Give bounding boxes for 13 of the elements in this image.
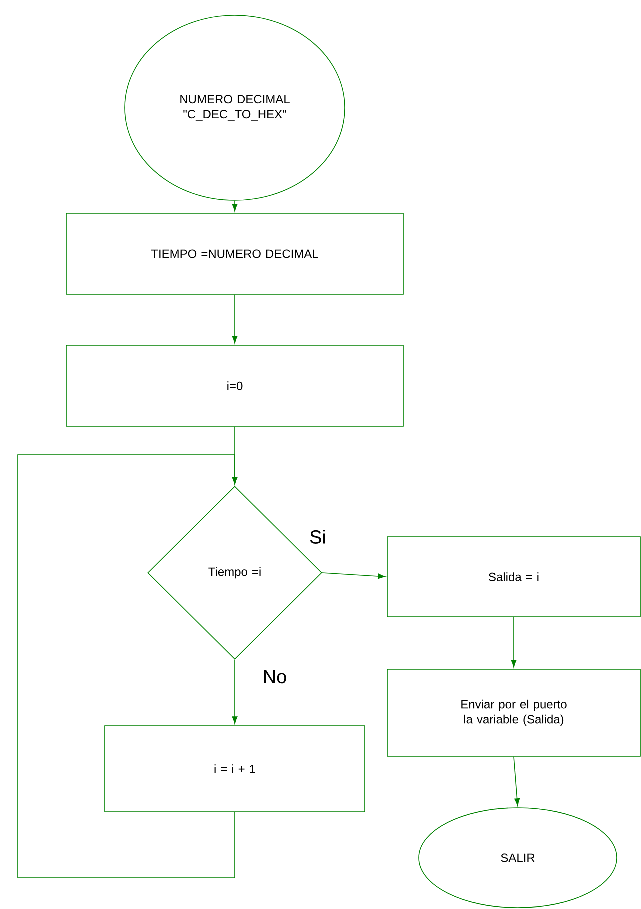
arrow xyxy=(232,294,238,344)
arrow xyxy=(232,200,238,212)
arrow xyxy=(514,756,520,806)
process-box: Enviar por el puerto la variable (Salida) xyxy=(387,669,641,757)
process-box: i=0 xyxy=(66,345,404,427)
arrow xyxy=(18,454,238,878)
arrow xyxy=(232,660,238,724)
edge-label: No xyxy=(262,669,288,685)
process-box: TIEMPO =NUMERO DECIMAL xyxy=(66,213,404,295)
arrow xyxy=(322,572,386,580)
arrow xyxy=(511,617,517,668)
process-box: Salida = i xyxy=(387,536,641,618)
process-box: i = i + 1 xyxy=(104,726,366,812)
